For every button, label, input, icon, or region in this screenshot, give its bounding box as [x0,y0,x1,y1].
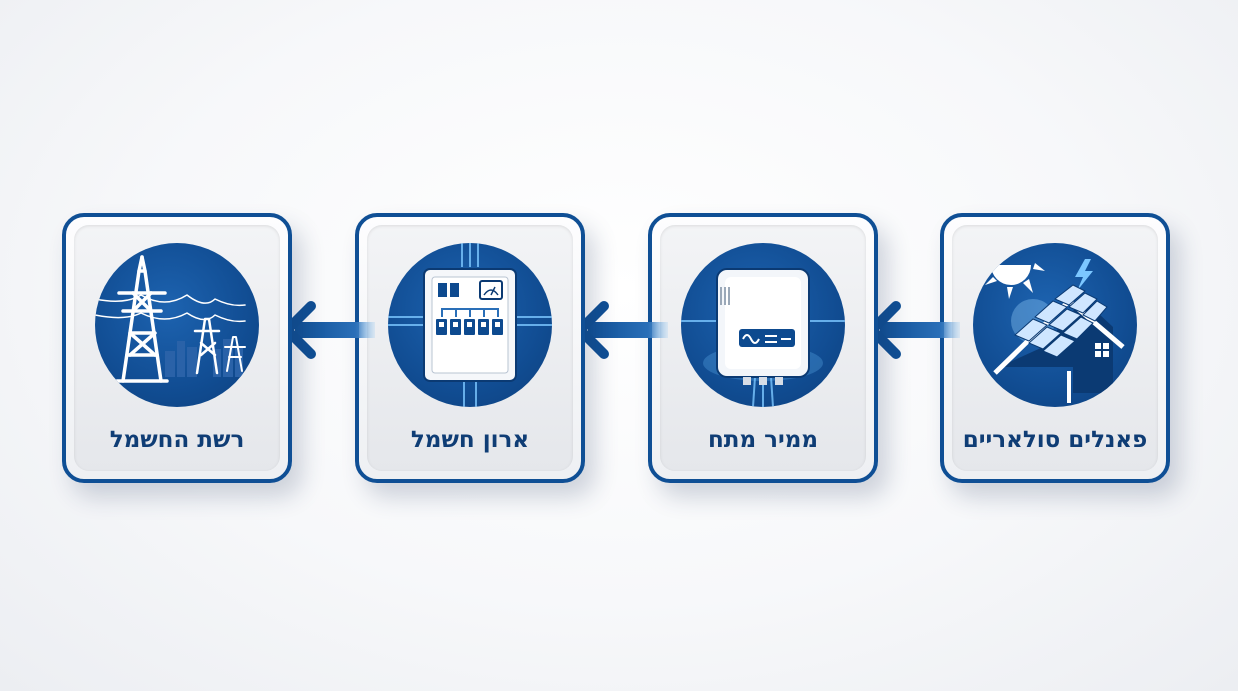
step-card-power-grid: רשת החשמל [62,213,292,483]
step-card-solar-panels: פאנלים סולאריים [940,213,1170,483]
step-label: פאנלים סולאריים [962,427,1148,453]
inverter-icon [681,243,845,407]
step-label: ארון חשמל [410,427,530,453]
electrical-panel-icon [388,243,552,407]
step-label: רשת החשמל [109,427,245,453]
step-card-inverter: ממיר מתח [648,213,878,483]
power-grid-tower-icon [95,243,259,407]
step-label: ממיר מתח [707,427,819,453]
solar-panel-roof-icon [973,243,1137,407]
step-card-electrical-panel: ארון חשמל [355,213,585,483]
